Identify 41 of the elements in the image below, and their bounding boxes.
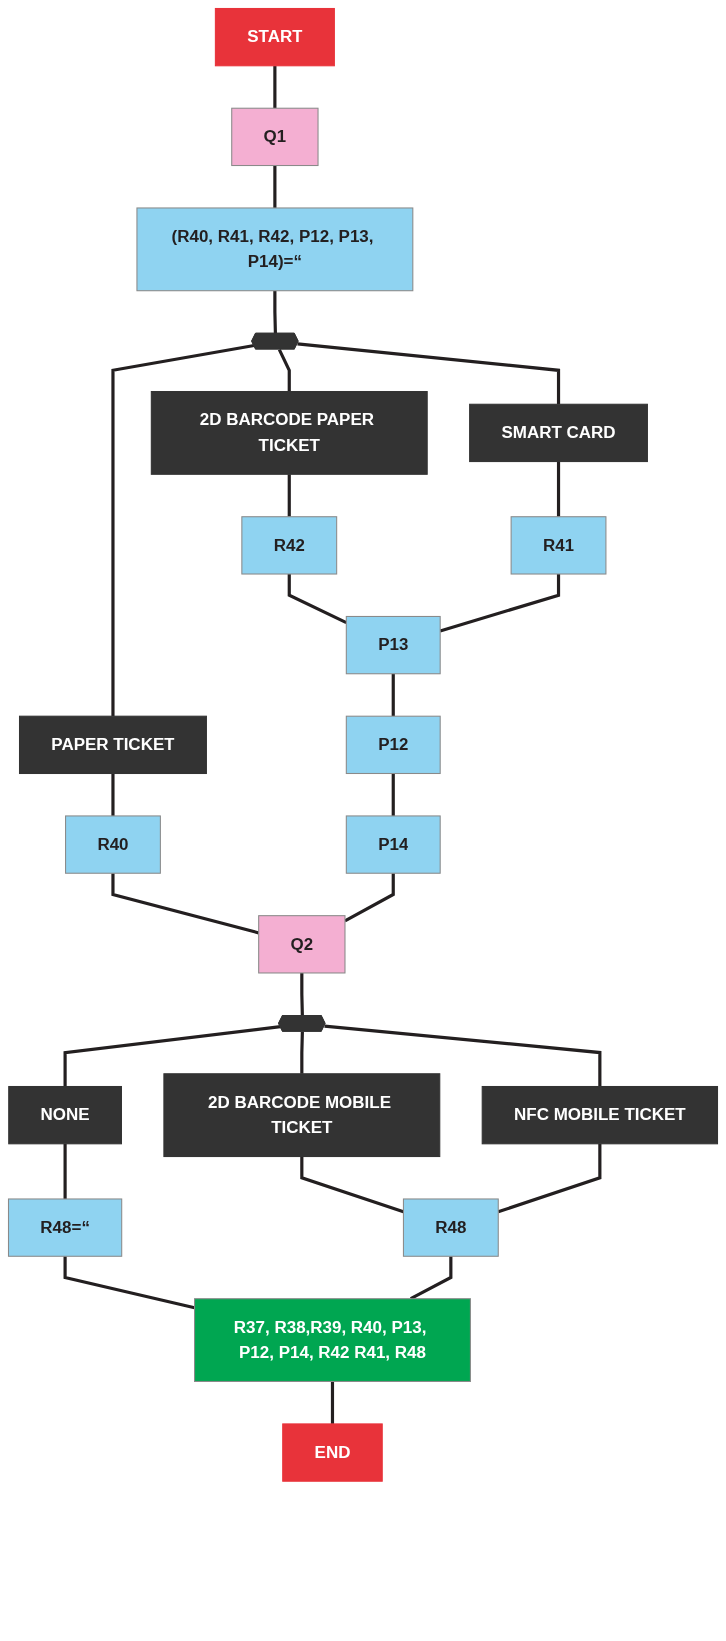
node-box: Q1	[231, 107, 319, 167]
node-box: R37, R38,R39, R40, P13, P12, P14, R42 R41, R48	[194, 1298, 471, 1382]
node-box: R48	[402, 1198, 499, 1257]
node-box: R40	[65, 815, 161, 874]
connector	[287, 474, 291, 517]
connector	[63, 1143, 67, 1199]
connector	[300, 972, 304, 1016]
connector	[277, 348, 291, 392]
node-box: P12	[345, 715, 441, 775]
connector	[63, 1256, 195, 1310]
node-box: R48=“	[7, 1198, 123, 1257]
node-box: R42	[241, 516, 338, 575]
connector	[63, 1025, 281, 1087]
connector	[344, 873, 395, 923]
node-box: END	[282, 1423, 383, 1482]
connector	[111, 773, 115, 816]
node-box: Q2	[258, 915, 346, 974]
node-box: SMART CARD	[469, 403, 648, 463]
node-box: R41	[510, 516, 607, 575]
node-box: PAPER TICKET	[19, 715, 207, 775]
connector	[273, 290, 277, 334]
connector	[273, 65, 277, 109]
connector	[273, 165, 277, 208]
connector	[330, 1381, 335, 1424]
connector	[556, 461, 561, 517]
node-box: (R40, R41, R42, P12, P13, P14)=“	[136, 207, 414, 292]
connector	[391, 773, 395, 816]
node-box: NONE	[8, 1085, 122, 1145]
node-box: NFC MOBILE TICKET	[481, 1085, 719, 1145]
node-box: P14	[345, 815, 441, 874]
connector	[391, 673, 395, 717]
node-box: 2D BARCODE PAPER TICKET	[150, 391, 428, 475]
connector	[297, 342, 561, 405]
connector	[111, 343, 255, 717]
node-box: 2D BARCODE MOBILE TICKET	[163, 1073, 441, 1158]
connector	[287, 574, 347, 625]
node-box: P13	[345, 615, 441, 675]
connector	[300, 1156, 404, 1214]
node-box: START	[214, 7, 335, 67]
connector	[324, 1024, 602, 1087]
connector	[300, 1031, 304, 1074]
